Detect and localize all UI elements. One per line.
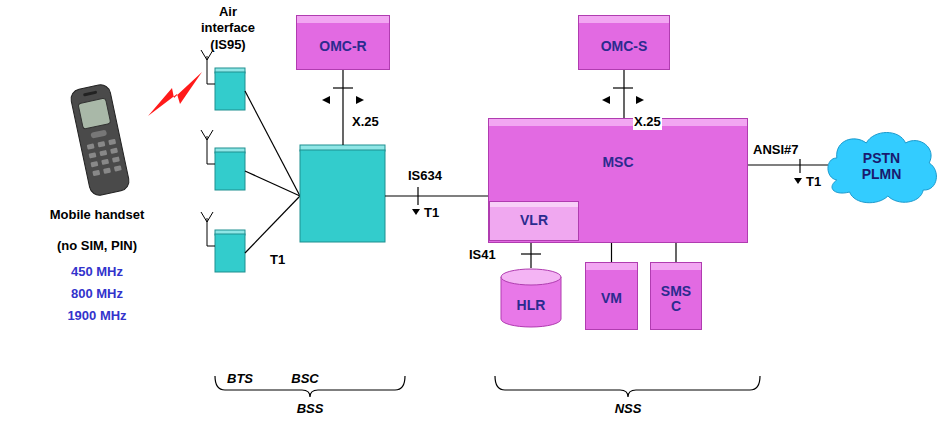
pstn-cloud: PSTN PLMN (825, 128, 938, 205)
node-label: PSTN PLMN (856, 151, 906, 182)
x25-link (333, 70, 353, 145)
smsc-box: SMS C (650, 262, 702, 330)
interface-label: X.25 (633, 114, 662, 130)
bts-antennas (201, 50, 215, 246)
node-label: SMS C (658, 284, 694, 315)
mobile-handset-icon (69, 83, 131, 197)
nss-brace (495, 376, 760, 397)
t1-marker (412, 209, 420, 215)
is634-link (385, 187, 488, 205)
subsystem-part-label: BTS (227, 371, 253, 387)
subsystem-label: BSS (297, 401, 324, 417)
vlr-box: VLR (489, 201, 579, 241)
link-line (675, 243, 676, 262)
node-label: VM (601, 291, 622, 306)
radio-link-bolt (148, 72, 202, 116)
subsystem-part-label: BSC (291, 371, 318, 387)
bsc-unit (300, 145, 385, 242)
device-label: Mobile handset (50, 207, 145, 223)
node-label: OMC-S (601, 39, 648, 54)
node-label: HLR (517, 298, 546, 313)
link-line (623, 70, 624, 118)
interface-label: IS41 (468, 247, 497, 263)
interface-label: ANSI#7 (752, 142, 800, 158)
interface-label: X.25 (352, 114, 379, 130)
device-note: (no SIM, PIN) (57, 238, 137, 254)
frequency-label: 450 MHz (71, 264, 123, 280)
bts-units (215, 68, 245, 272)
interface-label: Air interface (IS95) (193, 4, 263, 53)
interface-tick (613, 87, 633, 88)
link-type-label: T1 (806, 174, 821, 190)
link-line (748, 164, 828, 165)
interface-label: IS634 (408, 168, 442, 184)
subsystem-label: NSS (615, 401, 642, 417)
node-label: MSC (602, 155, 633, 170)
frequency-label: 800 MHz (71, 286, 123, 302)
omc-s-box: OMC-S (578, 15, 670, 70)
node-label: VLR (520, 213, 548, 228)
frequency-label: 1900 MHz (67, 308, 126, 324)
link-line (530, 241, 531, 268)
msc-box: MSC VLR (488, 118, 748, 243)
interface-arrows (322, 96, 644, 104)
hlr-database: HLR (500, 268, 562, 328)
link-line (611, 243, 612, 262)
omc-r-box: OMC-R (296, 15, 390, 70)
node-label: OMC-R (319, 39, 366, 54)
interface-tick (799, 159, 800, 173)
t1-marker (794, 178, 802, 184)
link-type-label: T1 (424, 205, 439, 221)
link-type-label: T1 (270, 252, 285, 268)
t1-wires (245, 91, 300, 253)
vm-box: VM (585, 262, 638, 330)
